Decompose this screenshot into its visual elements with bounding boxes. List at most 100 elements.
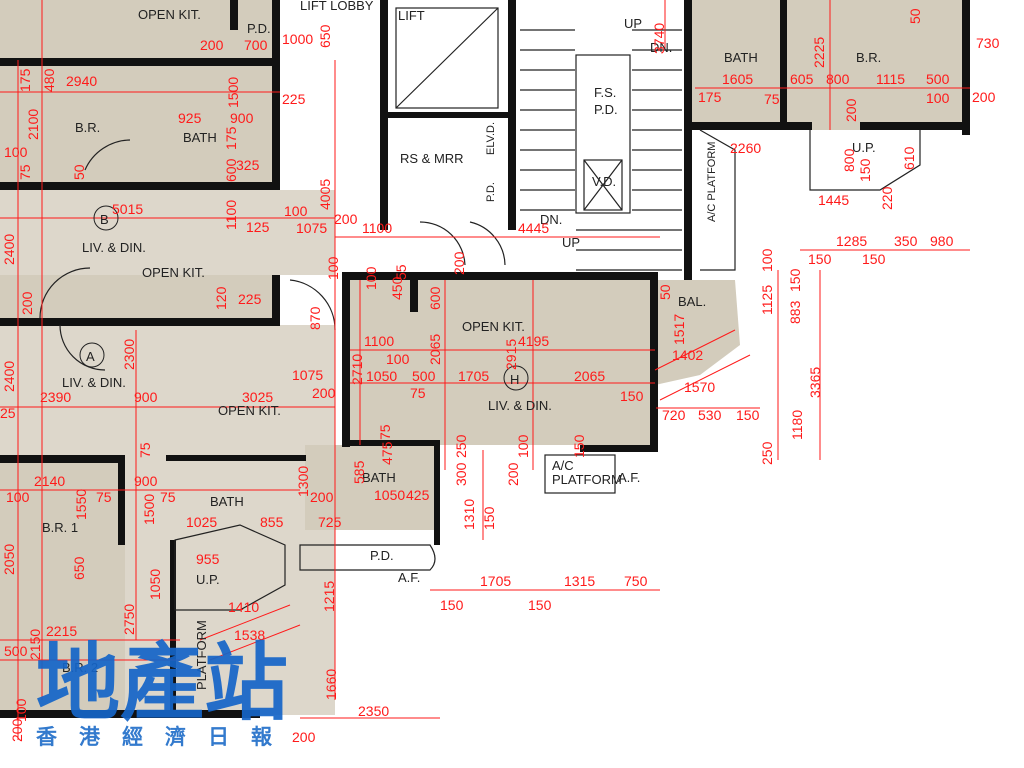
dimension-label: 1705 xyxy=(480,573,511,589)
dimension-label: 1538 xyxy=(234,627,265,643)
dimension-label: 100 xyxy=(284,203,308,219)
dimension-label: 1705 xyxy=(458,368,489,384)
dimension-label: 55 xyxy=(393,264,409,280)
dimension-label: 2150 xyxy=(27,629,43,660)
dimension-label: 600 xyxy=(427,286,443,310)
dimension-label: 600 xyxy=(223,158,239,182)
unit-marker-labels: BAH xyxy=(86,212,519,387)
dimension-label: 75 xyxy=(96,489,112,505)
room-label: B.R. xyxy=(856,50,881,65)
dimension-label: 50 xyxy=(907,8,923,24)
dimension-label: 530 xyxy=(698,407,722,423)
room-label: OPEN KIT. xyxy=(142,265,205,280)
dimension-label: 925 xyxy=(178,110,202,126)
dimension-label: 75 xyxy=(137,442,153,458)
dimension-label: 1300 xyxy=(295,466,311,497)
room-label: LIFT xyxy=(398,8,425,23)
dimension-label: 1410 xyxy=(228,599,259,615)
room-label: UP xyxy=(624,16,642,31)
dimension-label: 4445 xyxy=(518,220,549,236)
room-label: ELV.D. xyxy=(485,122,497,155)
room-label: OPEN KIT. xyxy=(218,403,281,418)
dimension-label: 870 xyxy=(307,306,323,330)
room-label: B.R. 2 xyxy=(62,660,98,675)
dimension-label: 175 xyxy=(17,68,33,92)
dimension-label: 150 xyxy=(736,407,760,423)
dimension-label: 2225 xyxy=(811,37,827,68)
dimension-label: 200 xyxy=(9,718,25,742)
watermark-logo-text: 地產站 xyxy=(36,634,288,732)
dimension-label: 900 xyxy=(230,110,254,126)
room-label: F.S. xyxy=(594,85,616,100)
room-label: P.D. xyxy=(247,21,271,36)
dimension-label: 200 xyxy=(310,489,334,505)
dimension-label: 955 xyxy=(196,551,220,567)
dimension-label: 150 xyxy=(862,251,886,267)
dimension-label: 200 xyxy=(292,729,316,745)
dimension-label: 883 xyxy=(787,300,803,324)
dimension-label: 150 xyxy=(528,597,552,613)
dimension-label: 450 xyxy=(389,276,405,300)
dimension-label: 25 xyxy=(0,405,16,421)
room-label: DN. xyxy=(650,40,672,55)
dimension-label: 2915 xyxy=(503,339,519,370)
room-label: P.D. xyxy=(485,182,497,202)
dimension-label: 500 xyxy=(4,643,28,659)
room-label: A/C xyxy=(552,458,574,473)
dimension-label: 1100 xyxy=(362,220,392,236)
dimension-label: 150 xyxy=(787,268,803,292)
dimension-label: 650 xyxy=(317,24,333,48)
dimension-label: 150 xyxy=(808,251,832,267)
room-label: BATH xyxy=(724,50,758,65)
room-label: LIV. & DIN. xyxy=(488,398,552,413)
dimension-label: 1125 xyxy=(759,285,775,315)
dimension-label: 1100 xyxy=(364,333,394,349)
dimension-label: 2215 xyxy=(46,623,77,639)
dimension-label: 1285 xyxy=(836,233,867,249)
dimension-label: 100 xyxy=(926,90,950,106)
room-label: OPEN KIT. xyxy=(138,7,201,22)
dimension-label: 75 xyxy=(410,385,426,401)
dimension-label: 1570 xyxy=(684,379,715,395)
dimension-label: 120 xyxy=(213,286,229,310)
dimension-label: 730 xyxy=(976,35,1000,51)
dimension-label: 100 xyxy=(386,351,410,367)
dimension-label: 100 xyxy=(13,698,29,722)
dimension-label: 750 xyxy=(624,573,648,589)
dimension-label: 1445 xyxy=(818,192,849,208)
dimension-label: 3365 xyxy=(807,367,823,398)
dimension-label: 200 xyxy=(972,89,996,105)
room-label: PLATFORM xyxy=(552,472,622,487)
dimension-label: 4195 xyxy=(518,333,549,349)
dimension-label: 2400 xyxy=(1,234,17,265)
dimension-label: 150 xyxy=(857,158,873,182)
unit-markers xyxy=(79,205,529,391)
balcony-floor xyxy=(655,280,740,385)
room-label: U.P. xyxy=(196,572,220,587)
dimension-label: 900 xyxy=(134,389,158,405)
dimension-label: 1050 xyxy=(147,569,163,600)
dimension-label: 2350 xyxy=(358,703,389,719)
dimension-label: 75 xyxy=(764,91,780,107)
dimension-label: 1550 xyxy=(73,489,89,520)
dimension-label: 2050 xyxy=(1,544,17,575)
dimension-label: 1517 xyxy=(671,314,687,345)
dimension-label: 1500 xyxy=(225,77,241,108)
room-label: BATH xyxy=(362,470,396,485)
room-label: LIFT LOBBY xyxy=(300,0,374,13)
dimension-label: 150 xyxy=(571,434,587,458)
dimension-label: 100 xyxy=(325,256,341,280)
dimension-label: 855 xyxy=(260,514,284,530)
stairs xyxy=(520,29,682,271)
dimension-label: 3740 xyxy=(651,23,667,54)
dimension-label: 200 xyxy=(19,291,35,315)
dimension-label: 2400 xyxy=(1,361,17,392)
dimension-label: 425 xyxy=(406,487,430,503)
dimension-label: 200 xyxy=(334,211,358,227)
unit-marker-label: B xyxy=(100,212,109,227)
dimension-label: 100 xyxy=(515,434,531,458)
dimension-label: 2300 xyxy=(121,339,137,370)
unit-marker-label: H xyxy=(510,372,519,387)
dimension-label: 200 xyxy=(200,37,224,53)
